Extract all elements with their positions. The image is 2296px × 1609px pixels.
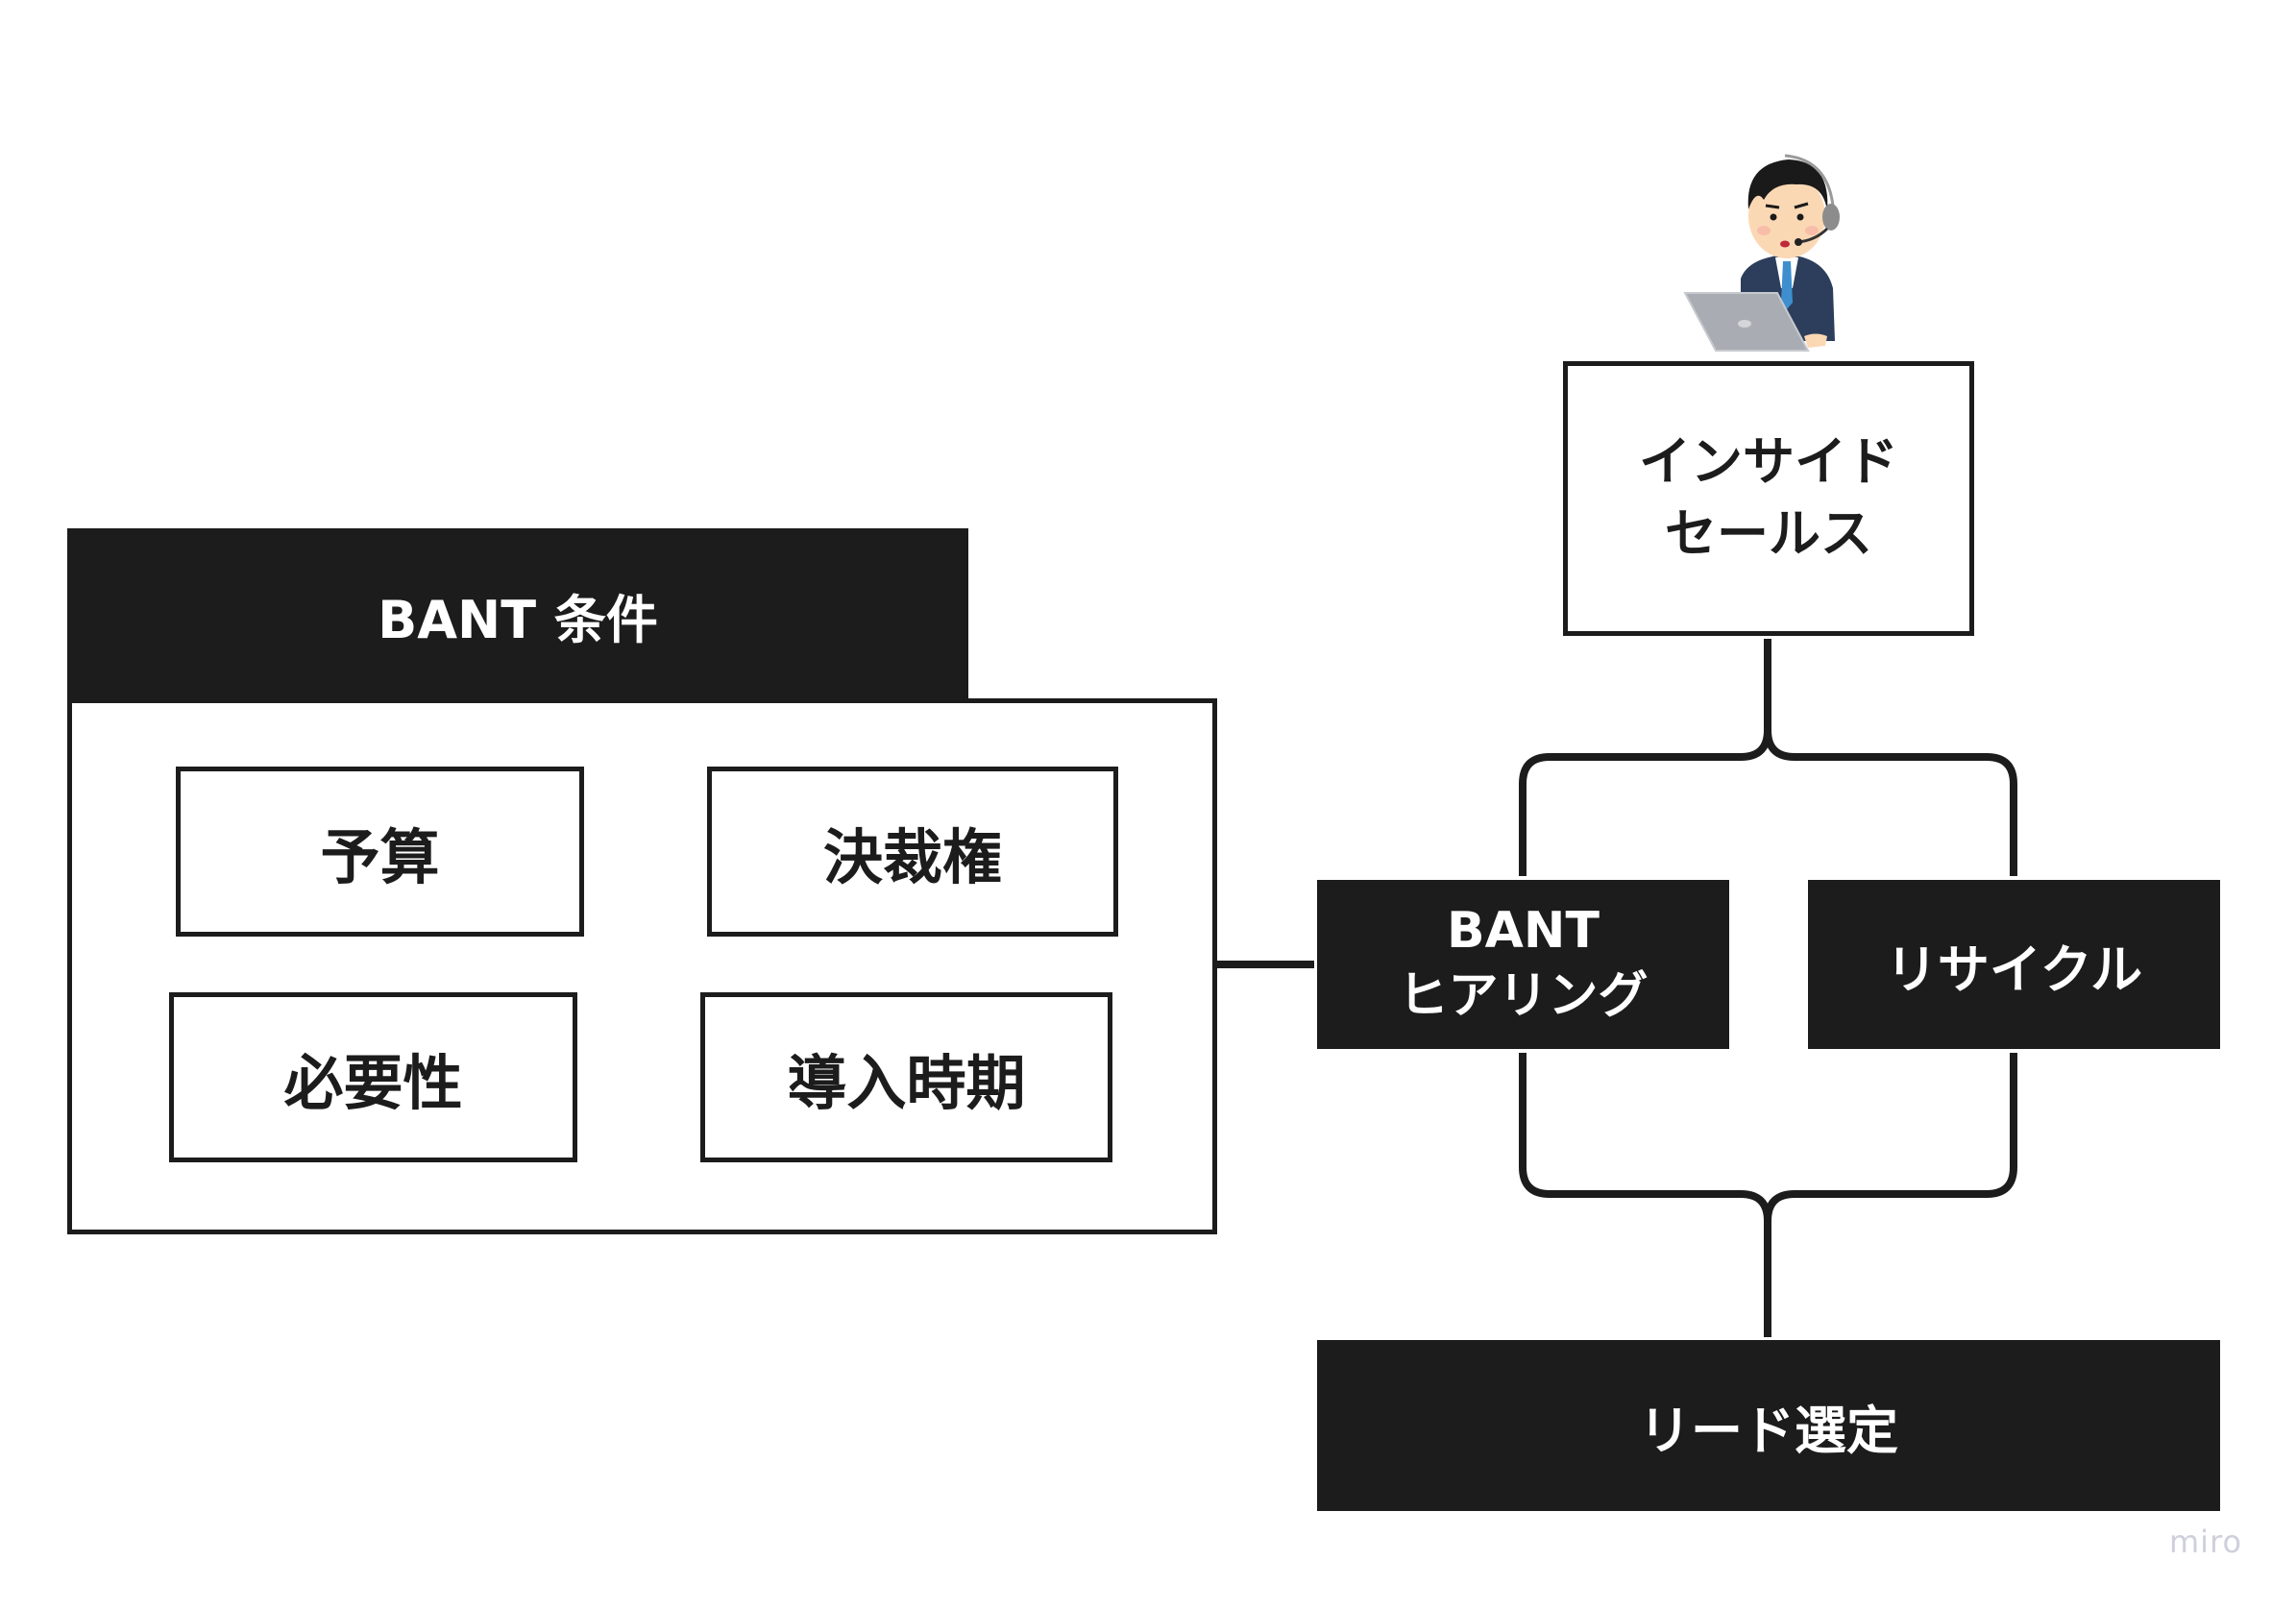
condition-timing: 導入時期 [700, 992, 1112, 1162]
recycle-label: リサイクル [1885, 939, 2143, 1000]
condition-budget: 予算 [176, 767, 584, 937]
bant-conditions-header: BANT 条件 [67, 528, 968, 701]
inside-sales-label: インサイド セールス [1639, 431, 1898, 564]
condition-label: 決裁権 [822, 821, 1002, 892]
condition-need: 必要性 [169, 992, 577, 1162]
lead-selection-node: リード選定 [1317, 1340, 2220, 1511]
condition-label: 導入時期 [787, 1047, 1026, 1118]
face [1748, 174, 1825, 258]
condition-label: 予算 [320, 821, 440, 892]
operator-illustration [1683, 154, 1840, 352]
mouth [1780, 240, 1790, 248]
connector-inside-sales-split [1519, 639, 2017, 876]
bant-conditions-title: BANT 条件 [378, 589, 658, 650]
miro-watermark: miro [2169, 1524, 2243, 1560]
hand [1804, 333, 1827, 348]
headset-band [1784, 154, 1835, 207]
connector-merge-to-lead [1519, 1053, 2017, 1337]
headset-ear [1822, 204, 1840, 231]
lead-selection-label: リード選定 [1639, 1400, 1898, 1461]
recycle-node: リサイクル [1808, 880, 2220, 1049]
bant-hearing-label: BANT ヒアリング [1398, 902, 1649, 1025]
inside-sales-node: インサイド セールス [1563, 361, 1974, 636]
hair [1747, 159, 1828, 211]
tie [1781, 261, 1793, 309]
condition-authority: 決裁権 [707, 767, 1118, 937]
bant-hearing-node: BANT ヒアリング [1317, 880, 1729, 1049]
bant-conditions-container [67, 698, 1217, 1234]
condition-label: 必要性 [283, 1047, 463, 1118]
